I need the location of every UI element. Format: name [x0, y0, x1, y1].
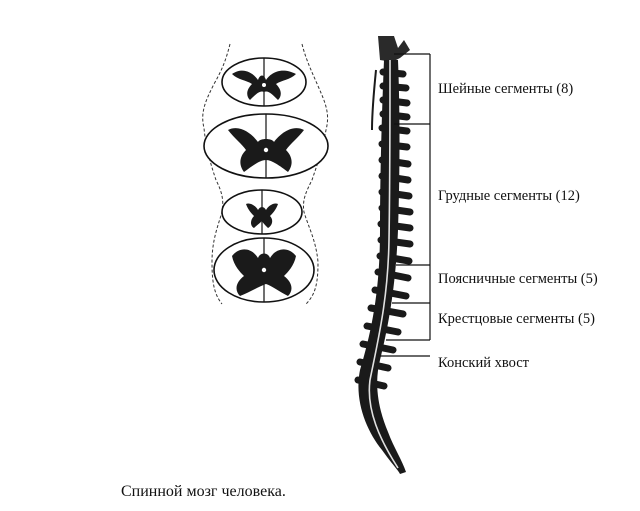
cervical-segments-label: Шейные сегменты (8): [438, 81, 574, 97]
cross-section-outline: [202, 43, 329, 305]
figure-caption: Спинной мозг человека.: [121, 483, 286, 500]
cross-section-thoracic: [221, 189, 303, 235]
thoracic-segments-label: Грудные сегменты (12): [438, 188, 580, 204]
lumbar-segments-label: Поясничные сегменты (5): [438, 271, 598, 287]
cross-section-cervical-enlargement: [203, 113, 329, 179]
spinal-column: [354, 36, 414, 474]
cross-section-lumbar: [213, 237, 315, 303]
segment-bracket: [380, 53, 431, 357]
cauda-equina-label: Конский хвост: [438, 355, 529, 371]
sacral-segments-label: Крестцовые сегменты (5): [438, 311, 595, 327]
cross-section-cervical: [221, 57, 307, 107]
